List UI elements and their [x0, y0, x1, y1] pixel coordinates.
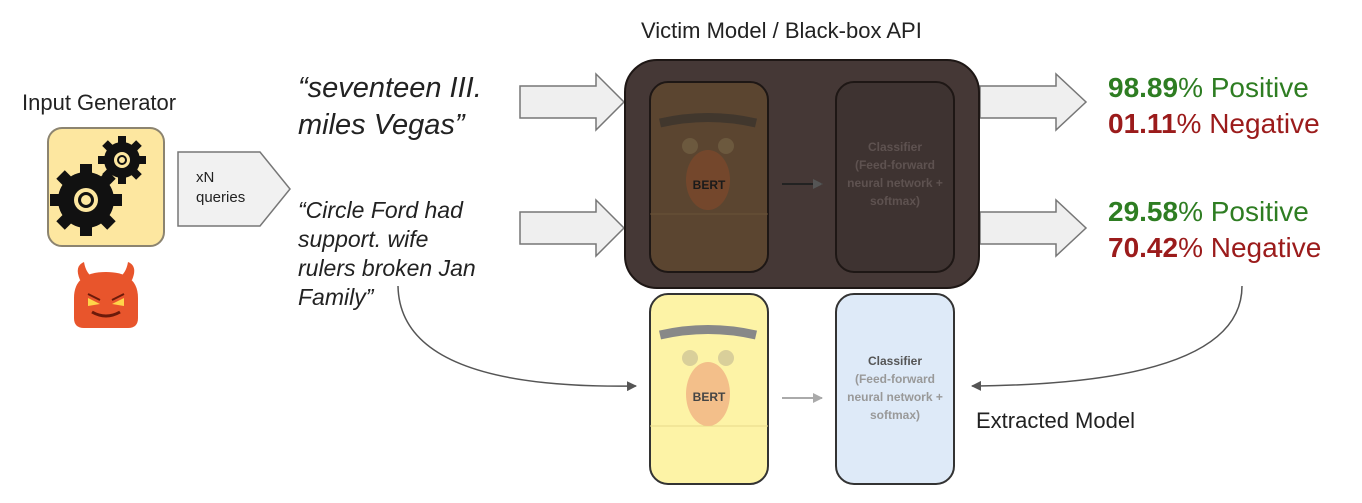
negative-value: 01.11: [1108, 108, 1177, 139]
extracted-classifier-sub: softmax): [869, 408, 920, 422]
extracted-classifier-sub: (Feed-forward: [854, 372, 935, 386]
negative-label: % Negative: [1176, 108, 1320, 139]
victim-bert-block: [649, 81, 769, 273]
queries-multiplier: xN: [196, 169, 215, 186]
quote-1-line: “seventeen III.: [298, 72, 482, 104]
bert-face-icon: [658, 113, 758, 210]
result-block-2: 29.58% Positive 70.42% Negative: [1108, 194, 1321, 266]
quote-1-line: miles Vegas”: [298, 109, 465, 141]
query-quote-1: “seventeen III. miles Vegas”: [298, 70, 482, 144]
extracted-classifier-block: [835, 293, 955, 485]
curve-arrow-right: [971, 285, 1243, 391]
negative-score: 70.42% Negative: [1108, 230, 1321, 266]
input-arrow-top: [519, 72, 626, 132]
queries-arrow-shape: [177, 151, 291, 227]
queries-word: queries: [196, 189, 246, 206]
quote-2-line: “Circle Ford had: [298, 197, 463, 223]
victim-classifier-sub: softmax): [869, 194, 920, 208]
positive-score: 29.58% Positive: [1108, 194, 1321, 230]
victim-classifier-sub: neural network +: [847, 176, 943, 190]
output-arrow-bottom: [979, 198, 1088, 258]
victim-classifier-sub: (Feed-forward: [854, 158, 935, 172]
curve-arrow-left: [397, 285, 637, 392]
extracted-bert-block: [649, 293, 769, 485]
victim-classifier-title: Classifier: [867, 140, 923, 154]
victim-classifier-text: Classifier (Feed-forward neural network …: [836, 138, 954, 210]
victim-model-title: Victim Model / Black-box API: [641, 18, 922, 43]
bert-face-icon: [658, 325, 758, 426]
output-arrow-top: [979, 72, 1088, 132]
query-quote-2: “Circle Ford had support. wife rulers br…: [298, 196, 476, 312]
quote-2-line: rulers broken Jan: [298, 255, 476, 281]
extracted-bert-label: BERT: [692, 390, 726, 404]
devil-icon: [74, 262, 138, 328]
positive-value: 98.89: [1108, 72, 1179, 103]
extracted-model-title: Extracted Model: [976, 408, 1135, 433]
victim-classifier-block: [835, 81, 955, 273]
positive-label: % Positive: [1178, 196, 1309, 227]
extracted-classifier-text: Classifier (Feed-forward neural network …: [836, 352, 954, 424]
quote-2-line: Family”: [298, 284, 374, 310]
queries-label: xN queries: [196, 168, 245, 208]
result-block-1: 98.89% Positive 01.11% Negative: [1108, 70, 1320, 142]
positive-value: 29.58: [1108, 196, 1179, 227]
input-generator-title: Input Generator: [22, 90, 177, 115]
victim-bert-label: BERT: [692, 178, 726, 192]
negative-value: 70.42: [1108, 232, 1179, 263]
input-arrow-bottom: [519, 198, 626, 258]
quote-2-line: support. wife: [298, 226, 429, 252]
positive-label: % Positive: [1178, 72, 1309, 103]
gears-icon: [47, 127, 165, 247]
extracted-classifier-title: Classifier: [867, 354, 923, 368]
negative-score: 01.11% Negative: [1108, 106, 1320, 142]
positive-score: 98.89% Positive: [1108, 70, 1320, 106]
negative-label: % Negative: [1178, 232, 1322, 263]
extracted-classifier-sub: neural network +: [847, 390, 943, 404]
